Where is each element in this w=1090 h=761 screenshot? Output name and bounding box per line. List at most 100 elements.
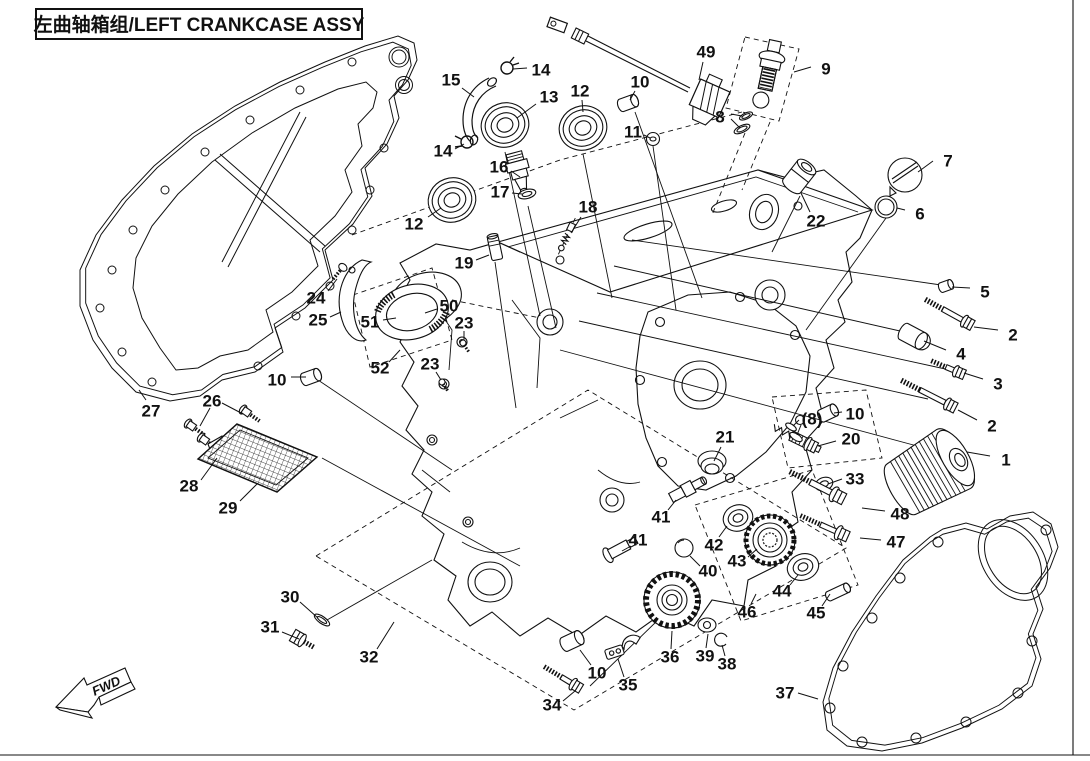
part-callout-48: 48 — [891, 504, 910, 523]
part-callout-25: 25 — [309, 310, 328, 329]
part-31-drain-bolt — [288, 628, 316, 650]
part-callout-18: 18 — [579, 197, 598, 216]
leader-line-47 — [859, 537, 882, 541]
part-callout-41: 41 — [652, 507, 671, 526]
part-callout-9: 9 — [821, 59, 830, 78]
leader-line-4 — [923, 340, 947, 351]
part-11-plug — [645, 131, 661, 147]
part-18-check-pin-spring — [557, 217, 577, 255]
leader-line-30 — [299, 601, 319, 619]
part-callout-16: 16 — [490, 157, 509, 176]
part-10-dowel-bushing — [616, 93, 640, 113]
part-40-steel-ball — [674, 538, 694, 558]
part-17-sealing-washer — [517, 188, 537, 200]
part-2-flange-bolt — [923, 296, 976, 332]
part-37-right-gasket — [822, 511, 1059, 752]
leader-line-1 — [966, 451, 991, 457]
part-47-flange-bolt — [799, 513, 851, 543]
part-callout-10: 10 — [631, 72, 650, 91]
part-callout-32: 32 — [360, 647, 379, 666]
alignment-dashed-boxes — [315, 36, 883, 711]
leader-line-39 — [705, 633, 709, 649]
leader-line-52 — [388, 349, 401, 363]
part-24-screw — [331, 262, 348, 281]
part-16-oil-pressure-sensor — [504, 150, 530, 194]
part-10-dowel-bushing — [559, 630, 585, 652]
part-callout-50: 50 — [440, 296, 459, 315]
part-callout-43: 43 — [728, 551, 747, 570]
leader-line-25 — [329, 311, 342, 318]
part-callout-4: 4 — [956, 344, 966, 363]
leader-line-32 — [376, 621, 395, 650]
part-callout-1: 1 — [1001, 450, 1010, 469]
leader-line-14 — [454, 143, 465, 150]
left-crankcase-body — [399, 169, 874, 637]
part-callout-10: 10 — [588, 663, 607, 682]
leader-line-16 — [510, 170, 521, 178]
part-callout-42: 42 — [705, 535, 724, 554]
part-callout-22: 22 — [807, 211, 826, 230]
part-callout-5: 5 — [980, 282, 989, 301]
leader-line-20 — [817, 440, 837, 447]
part-callout-21: 21 — [716, 427, 735, 446]
part-callout-3: 3 — [993, 374, 1002, 393]
part-26-bolt — [238, 404, 261, 423]
part-callout-35: 35 — [619, 675, 638, 694]
part-27-left-gasket — [79, 35, 418, 402]
leader-line-49 — [698, 61, 704, 81]
part-callout-14: 14 — [532, 60, 551, 79]
part-callout-37: 37 — [776, 683, 795, 702]
part-7-oil-filler-cap — [887, 157, 923, 197]
part-12-bearing — [558, 105, 608, 151]
part-callout-31: 31 — [261, 617, 280, 636]
part-44-bearing — [786, 553, 820, 581]
leader-line-7 — [917, 160, 934, 173]
leader-line-21 — [713, 446, 722, 462]
part-callout-28: 28 — [180, 476, 199, 495]
fwd-direction-arrow: FWD — [54, 667, 136, 719]
part-callout-45: 45 — [807, 603, 826, 622]
part-22-oil-pipe-fitting — [782, 158, 817, 195]
part-callout-49: 49 — [697, 42, 716, 61]
part-callout-27: 27 — [142, 401, 161, 420]
leader-line-36 — [670, 630, 673, 650]
leader-line-12 — [427, 207, 442, 218]
part-10-dowel-bushing — [816, 403, 840, 423]
leader-line-37 — [797, 692, 819, 700]
part-51-bearing-shell — [374, 283, 450, 341]
part-23-screw — [438, 378, 450, 392]
case-face-bolt-holes — [634, 291, 806, 484]
case-lugs — [426, 336, 474, 528]
part-callouts-layer: 122345678(8)9101010101112121314141516171… — [138, 42, 1018, 714]
leader-line-22 — [800, 192, 811, 213]
part-41-shaft — [667, 476, 708, 504]
part-callout-20: 20 — [842, 429, 861, 448]
page-title: 左曲轴箱组/LEFT CRANKCASE ASSY — [34, 13, 365, 36]
part-callout-46: 46 — [738, 602, 757, 621]
leader-line-27 — [138, 389, 147, 401]
part-callout-2: 2 — [987, 416, 996, 435]
leader-line-44 — [789, 574, 799, 586]
leader-line-31 — [281, 631, 300, 640]
part-43-driven-gear — [743, 513, 797, 567]
leader-line-24 — [327, 278, 338, 292]
part-19-stud — [486, 233, 504, 262]
part-callout-(8): (8) — [802, 409, 823, 428]
part-14-hose-clamp — [500, 56, 520, 75]
leader-line-23 — [435, 371, 442, 381]
part-callout-51: 51 — [361, 312, 380, 331]
part-callout-52: 52 — [371, 358, 390, 377]
leader-line-41 — [621, 545, 632, 552]
leader-line-10 — [629, 90, 636, 101]
leader-line-(8) — [796, 424, 802, 436]
gasket-bolt-holes — [95, 57, 389, 387]
leader-line-43 — [747, 548, 758, 558]
leader-line-45 — [821, 593, 831, 607]
part-callout-44: 44 — [773, 581, 792, 600]
leader-line-50 — [424, 308, 438, 314]
part-9-relief-valve — [752, 38, 786, 109]
leader-line-(8) — [792, 419, 800, 427]
leader-line-29 — [239, 483, 258, 502]
